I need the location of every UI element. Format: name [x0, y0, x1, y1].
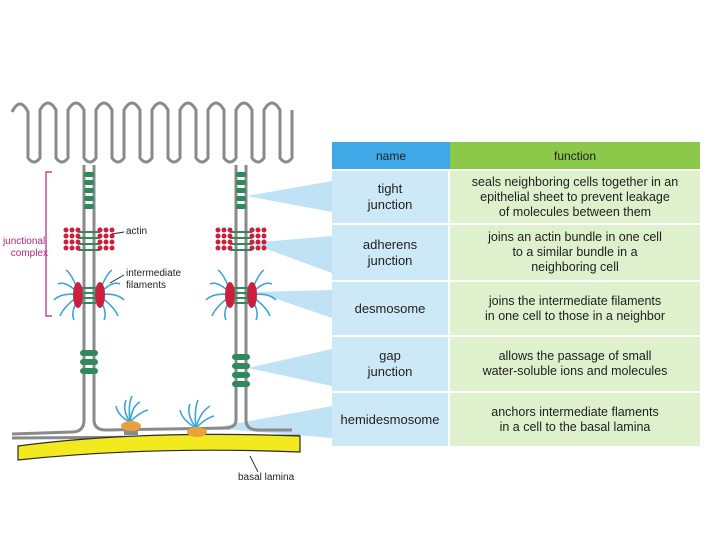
junction-function-cell: seals neighboring cells together in an e… — [450, 171, 700, 223]
microvilli — [10, 101, 294, 164]
junction-function: anchors intermediate flaments in a cell … — [491, 404, 659, 434]
junction-function: joins the intermediate filaments in one … — [485, 293, 665, 323]
junction-name: adherens junction — [362, 236, 418, 268]
intermediate-filaments-icon — [53, 269, 125, 321]
callout-wedges — [212, 181, 332, 438]
hemidesmosome-right — [179, 399, 215, 437]
junction-name-cell: gap junction — [332, 337, 450, 391]
table-row: gap junction allows the passage of small… — [332, 337, 700, 391]
junction-function-cell: allows the passage of small water-solubl… — [450, 337, 700, 391]
lateral-membranes — [11, 165, 301, 440]
intermediate-filaments-label: intermediate filaments — [126, 268, 184, 291]
gap-junction-left — [80, 350, 98, 374]
callout-hemidesmosome — [212, 406, 332, 438]
junction-function-cell: joins the intermediate filaments in one … — [450, 282, 700, 335]
table-row: hemidesmosome anchors intermediate flame… — [332, 393, 700, 446]
junction-function: joins an actin bundle in one cell to a s… — [488, 230, 662, 274]
basal-lamina-band — [17, 433, 301, 461]
table-row: adherens junction joins an actin bundle … — [332, 225, 700, 280]
junction-function: allows the passage of small water-solubl… — [482, 349, 668, 378]
callout-gap-junction — [248, 349, 332, 386]
gap-junction-right — [232, 354, 250, 387]
junction-name-cell: desmosome — [332, 282, 450, 335]
callout-adherens-junction — [250, 236, 332, 273]
junction-function: seals neighboring cells together in an e… — [471, 174, 679, 219]
actin-label: actin — [126, 226, 147, 237]
desmosome-left — [53, 269, 125, 321]
table-header-row: name function — [332, 142, 700, 169]
junction-function-cell: anchors intermediate flaments in a cell … — [450, 393, 700, 446]
junction-function-table: name function tight junction seals neigh… — [332, 140, 700, 448]
intermediate-filaments-icon — [205, 269, 277, 321]
callout-desmosome — [256, 290, 332, 318]
leader-lines — [109, 231, 259, 473]
column-header-function: function — [450, 142, 700, 169]
junctional-complex-label: junctional complex — [2, 236, 48, 259]
junctional-complex-bracket — [45, 171, 52, 317]
table-row: tight junction seals neighboring cells t… — [332, 171, 700, 223]
tight-junction-right — [236, 172, 246, 209]
adherens-junction-left — [63, 227, 115, 251]
tight-junction-left — [84, 172, 94, 209]
junction-function-cell: joins an actin bundle in one cell to a s… — [450, 225, 700, 280]
junction-name: desmosome — [354, 300, 426, 316]
junction-name-cell: tight junction — [332, 171, 450, 223]
actin-bundle-icon — [215, 227, 267, 251]
junction-name-cell: adherens junction — [332, 225, 450, 280]
callout-tight-junction — [247, 181, 332, 212]
basal-lamina-label: basal lamina — [238, 472, 295, 483]
junction-name: hemidesmosome — [340, 411, 440, 427]
hemidesmosome-left — [115, 395, 149, 435]
adherens-junction-right — [215, 227, 267, 251]
junction-name: gap junction — [367, 348, 413, 379]
column-header-name: name — [332, 142, 450, 169]
actin-bundle-icon — [63, 227, 115, 251]
junction-name-cell: hemidesmosome — [332, 393, 450, 446]
junction-name: tight junction — [367, 181, 413, 212]
table-row: desmosome joins the intermediate filamen… — [332, 282, 700, 335]
desmosome-right — [205, 269, 277, 321]
